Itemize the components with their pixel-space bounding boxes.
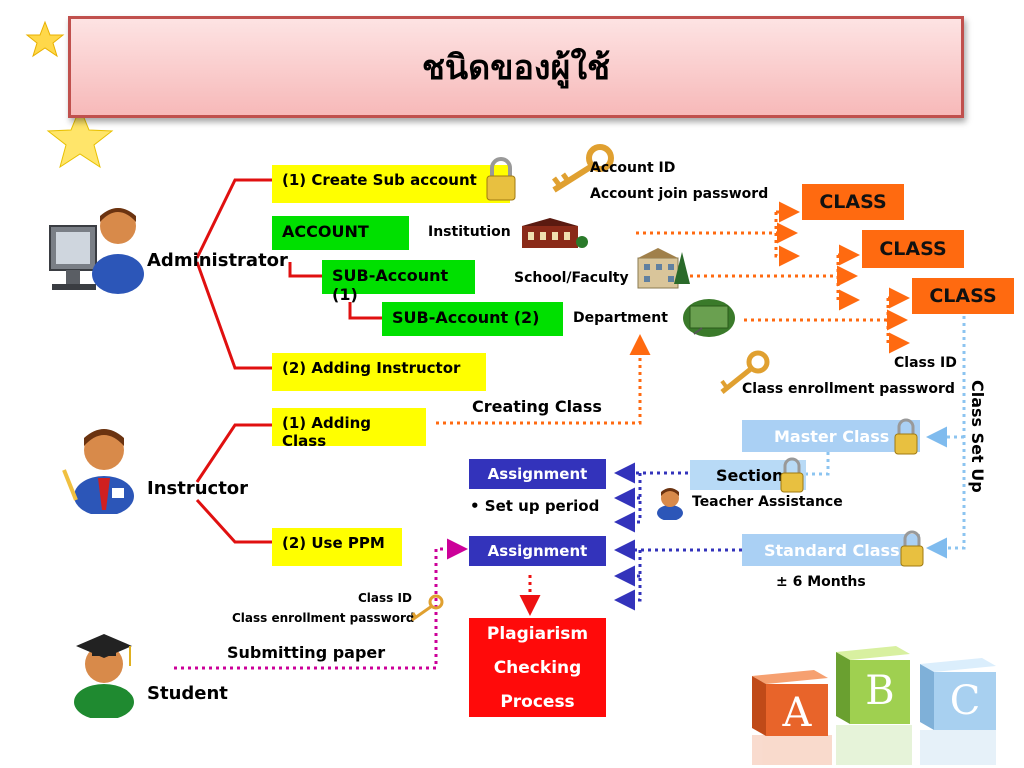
instructor-avatar-icon [58,420,148,516]
school-building-icon [632,244,692,292]
master-class-box: Master Class [742,420,920,452]
creating-class-label: Creating Class [472,397,602,416]
star-decoration [25,20,114,169]
department-label: Department [573,310,668,326]
abc-blocks-shadow [752,725,996,765]
school-faculty-label: School/Faculty [514,270,629,286]
submitting-paper-label: Submitting paper [227,643,386,662]
use-ppm-box: (2) Use PPM [272,528,402,566]
create-sub-account-box: (1) Create Sub account [272,165,510,203]
plagiarism-line-3: Process [500,691,575,712]
instructor-branches [195,423,272,544]
assignment-box-1: Assignment [469,459,606,489]
block-a-letter: A [782,690,813,736]
administrator-label: Administrator [147,250,288,271]
teacher-assistance-label: Teacher Assistance [692,494,843,510]
class-box-1: CLASS [802,184,904,220]
key-icon [546,144,616,198]
six-months-label: ± 6 Months [776,574,866,590]
class-box-2: CLASS [862,230,964,268]
student-key-icon [408,594,444,624]
class-id-label: Class ID [894,355,957,371]
administrator-avatar-icon [46,198,146,294]
class-arrows [436,201,910,425]
admin-branches [195,178,382,370]
block-c-letter: C [950,678,981,724]
account-box: ACCOUNT [272,216,409,250]
assignment-arrows [614,462,742,611]
student-avatar-icon [66,626,146,720]
class-box-3: CLASS [912,278,1014,314]
set-up-period-label: • Set up period [470,497,600,515]
sub-account-2-box: SUB-Account (2) [382,302,563,336]
adding-class-box: (1) Adding Class [272,408,426,450]
institution-building-icon [518,216,588,250]
lock-icon [484,156,518,202]
student-label: Student [147,683,228,704]
standard-class-lock-icon [898,528,926,568]
class-key-icon [716,350,772,398]
sub-account-1-box: SUB-Account (1) [322,260,475,304]
student-class-enrollment-password-label: Class enrollment password [232,611,415,625]
class-set-up-label: Class Set Up [968,380,987,493]
institution-label: Institution [428,224,511,240]
account-id-label: Account ID [590,160,676,176]
instructor-label: Instructor [147,478,249,499]
class-setup-arrows [806,316,966,559]
submit-arrow [174,538,468,670]
abc-blocks-decoration: A B C [748,644,1000,736]
master-class-lock-icon [892,416,920,456]
block-b-letter: B [865,668,894,714]
student-class-id-label: Class ID [358,591,412,605]
plagiarism-box: Plagiarism Checking Process [469,618,606,717]
adding-instructor-box: (2) Adding Instructor [272,353,486,391]
plagiarism-line-2: Checking [493,657,582,678]
account-join-password-label: Account join password [590,186,769,202]
page-title: ชนิดของผู้ใช้ [68,16,964,118]
standard-class-box: Standard Class [742,534,920,566]
assignment-box-2: Assignment [469,536,606,566]
class-enrollment-password-label: Class enrollment password [742,381,955,397]
department-board-icon [680,296,738,340]
plagiarism-line-1: Plagiarism [486,623,589,644]
section-lock-icon [778,456,806,494]
teacher-assistance-icon [652,484,688,521]
